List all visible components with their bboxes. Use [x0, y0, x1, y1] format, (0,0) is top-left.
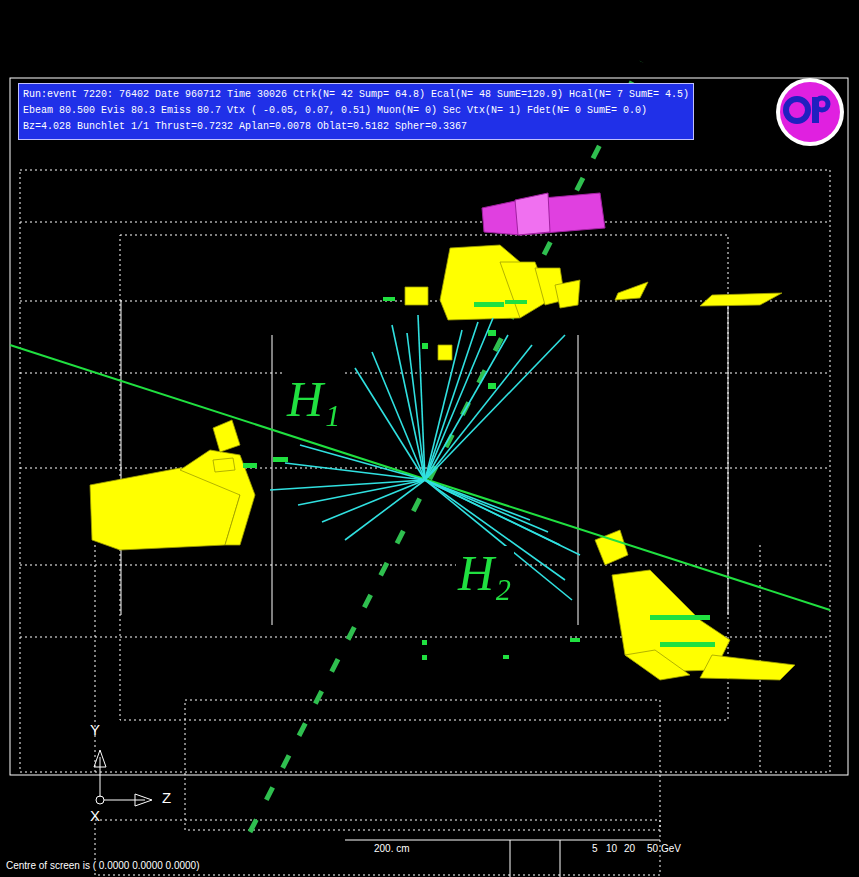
frame [10, 78, 848, 775]
axis-symbol [94, 750, 152, 806]
scale-label: 5 [590, 843, 600, 854]
event-info-line: Ebeam 80.500 Evis 80.3 Emiss 80.7 Vtx ( … [23, 103, 689, 119]
event-info-line: Bz=4.028 Bunchlet 1/1 Thrust=0.7232 Apla… [23, 119, 689, 135]
scale-label: 10 [604, 843, 619, 854]
experiment-logo [776, 78, 844, 146]
charged-tracks [270, 315, 580, 600]
ecal-cluster [90, 245, 795, 680]
hemisphere-label: H₁ [285, 372, 343, 427]
screen-centre-note: Centre of screen is ( 0.0000 0.0000 0.00… [4, 860, 201, 871]
axis-label: Z [160, 790, 173, 807]
scale-label: 200. cm [372, 843, 412, 854]
hemisphere-label: H₂ [456, 546, 514, 601]
info-panel: Run:event 7220: 76402 Date 960712 Time 3… [18, 83, 694, 140]
thrust-axis [10, 345, 830, 610]
axis-label: Y [88, 722, 102, 739]
event-info-line: Run:event 7220: 76402 Date 960712 Time 3… [23, 87, 689, 103]
scale-label: 50 GeV [645, 843, 683, 854]
beam-line [250, 62, 642, 832]
axis-label: X [88, 808, 102, 825]
dotted-outlines [20, 170, 830, 875]
hit-markers [243, 297, 715, 660]
hcal-cluster [482, 193, 605, 235]
scale-label: 20 [622, 843, 637, 854]
